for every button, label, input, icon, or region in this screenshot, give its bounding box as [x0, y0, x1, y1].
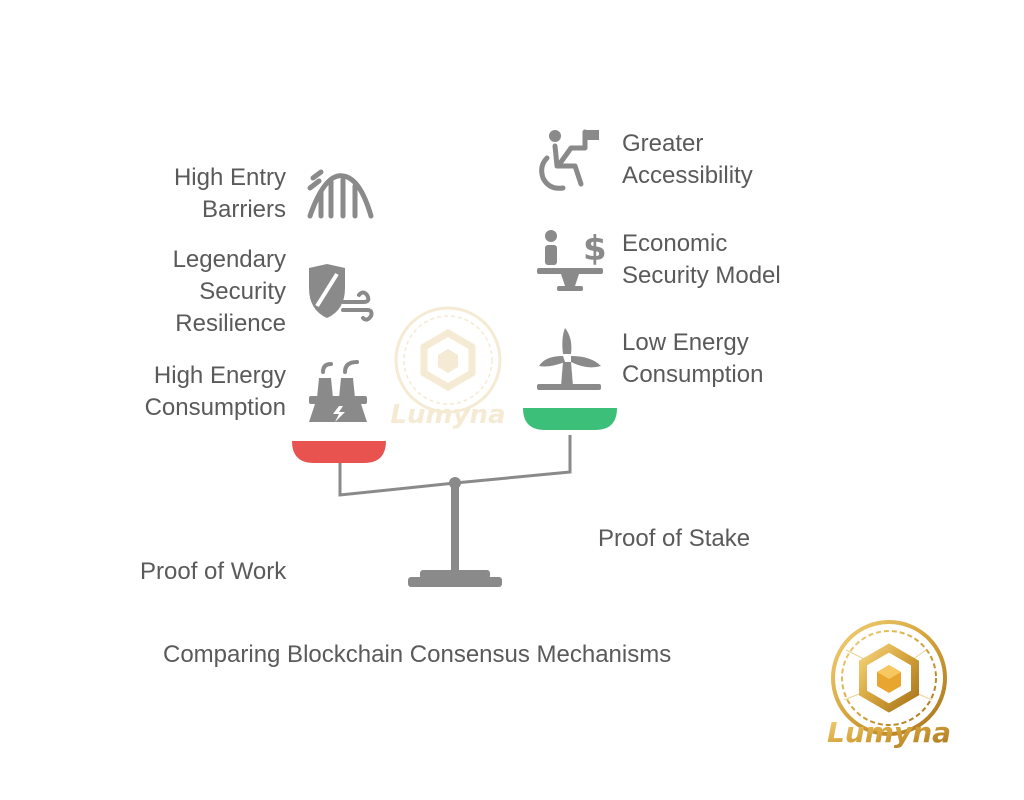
pow-item-high-energy: High Energy Consumption [144, 362, 286, 421]
proof-of-stake-label: Proof of Stake [598, 525, 751, 552]
roller-coaster-icon [307, 169, 374, 219]
lumyna-watermark: Lumyna [390, 306, 506, 430]
pos-item-greater-accessibility: Greater Accessibility [622, 130, 753, 189]
scale-pivot [449, 477, 461, 489]
scale-base-top [420, 570, 490, 579]
scale-pole [451, 484, 459, 574]
power-plant-icon [309, 360, 367, 422]
scale-base [408, 577, 502, 587]
lumyna-logo: Lumyna [827, 620, 951, 749]
wind-turbine-icon [537, 328, 601, 390]
svg-text:$: $ [583, 229, 605, 269]
accessibility-icon [539, 129, 599, 191]
pow-item-high-entry-barriers: High Entry Barriers [173, 164, 286, 223]
pow-pan [292, 441, 386, 463]
balance-dollar-icon: $ [537, 229, 605, 291]
pos-item-low-energy: Low Energy Consumption [622, 329, 764, 388]
svg-text:Lumyna: Lumyna [827, 716, 951, 749]
pow-item-legendary-security: Legendary Security Resilience [172, 246, 286, 337]
shield-wind-icon [309, 264, 374, 322]
diagram-title: Comparing Blockchain Consensus Mechanism… [163, 641, 672, 668]
pos-item-economic-security: Economic Security Model [622, 230, 781, 289]
pos-pan [523, 408, 617, 430]
proof-of-work-label: Proof of Work [140, 558, 287, 585]
svg-text:Lumyna: Lumyna [390, 400, 505, 430]
